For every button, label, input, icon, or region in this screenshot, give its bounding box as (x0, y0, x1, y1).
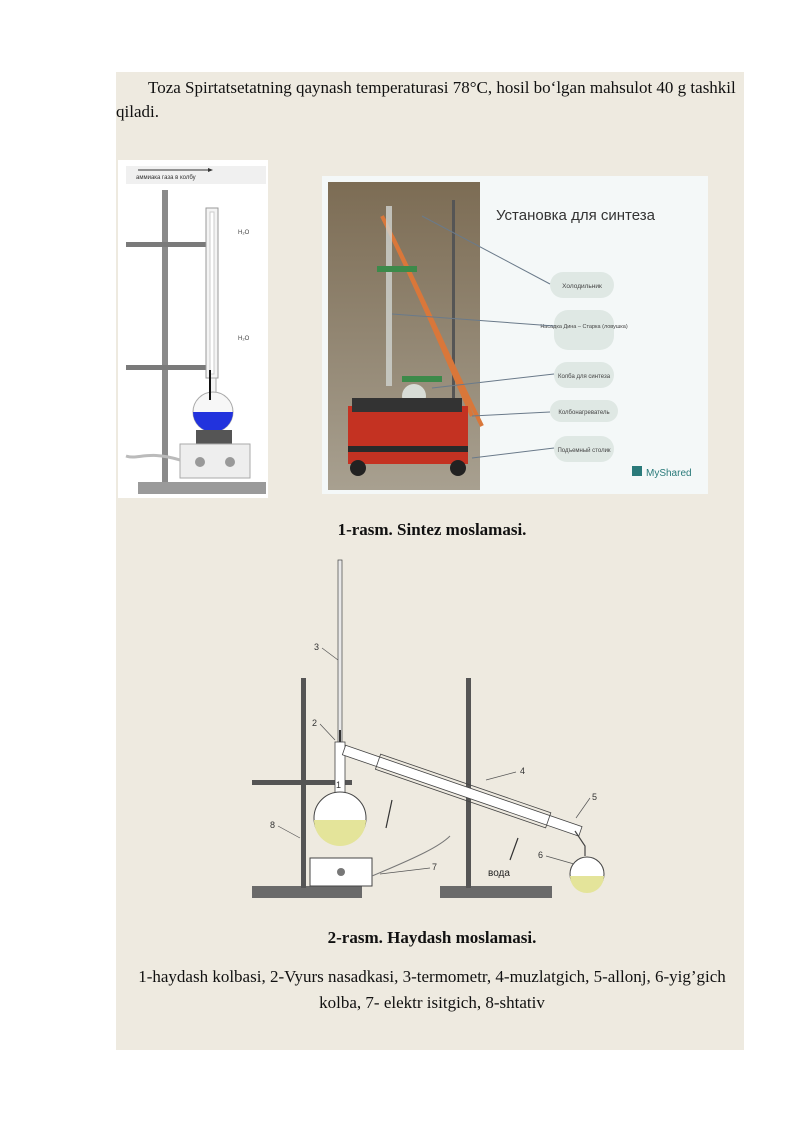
myshared-logo-icon (632, 466, 642, 476)
synthesis-setup-photo: Установка для синтеза Холодильник Насадк… (322, 176, 708, 494)
water-label: вода (488, 868, 510, 879)
label-7: 7 (432, 862, 437, 872)
svg-text:Колба для синтеза: Колба для синтеза (558, 374, 611, 380)
label-6: 6 (538, 850, 543, 860)
intro-paragraph: Toza Spirtatsetatning qaynash temperatur… (116, 76, 748, 124)
figure2-caption: 2-rasm. Haydash moslamasi. (327, 928, 537, 947)
label-1: 1 (336, 780, 341, 790)
figure2-legend: 1-haydash kolbasi, 2-Vyurs nasadkasi, 3-… (138, 967, 726, 1012)
callout-heater: Колбонагреватель (471, 400, 618, 422)
svg-text:Подъемный столик: Подъемный столик (557, 447, 610, 454)
svg-text:Колбонагреватель: Колбонагреватель (558, 410, 609, 416)
label-8: 8 (270, 820, 275, 830)
reflux-apparatus-drawing: аммиака газа в колбу H₂O H₂O (118, 160, 268, 498)
label-4: 4 (520, 766, 525, 776)
left-header-label: аммиака газа в колбу (136, 175, 196, 181)
setup-title: Установка для синтеза (496, 207, 656, 224)
h2o-out-label: H₂O (238, 336, 250, 342)
callout-dean-stark: Насадка Дина – Старка (ловушка) (391, 310, 628, 350)
svg-text:Холодильник: Холодильник (562, 283, 602, 290)
callout-lift-table: Подъемный столик (471, 436, 614, 462)
label-3: 3 (314, 642, 319, 652)
svg-text:Насадка Дина – Старка (ловушка: Насадка Дина – Старка (ловушка) (540, 324, 628, 330)
watermark: MyShared (646, 468, 692, 479)
callout-condenser: Холодильник (421, 215, 614, 298)
callout-flask: Колба для синтеза (431, 362, 614, 389)
label-5: 5 (592, 792, 597, 802)
distillation-apparatus-drawing: вода 1 2 3 4 5 6 7 8 (252, 559, 605, 898)
intro-text: Toza Spirtatsetatning qaynash temperatur… (116, 78, 736, 121)
figure1-caption: 1-rasm. Sintez moslamasi. (337, 520, 527, 539)
label-2: 2 (312, 718, 317, 728)
h2o-in-label: H₂O (238, 230, 250, 236)
